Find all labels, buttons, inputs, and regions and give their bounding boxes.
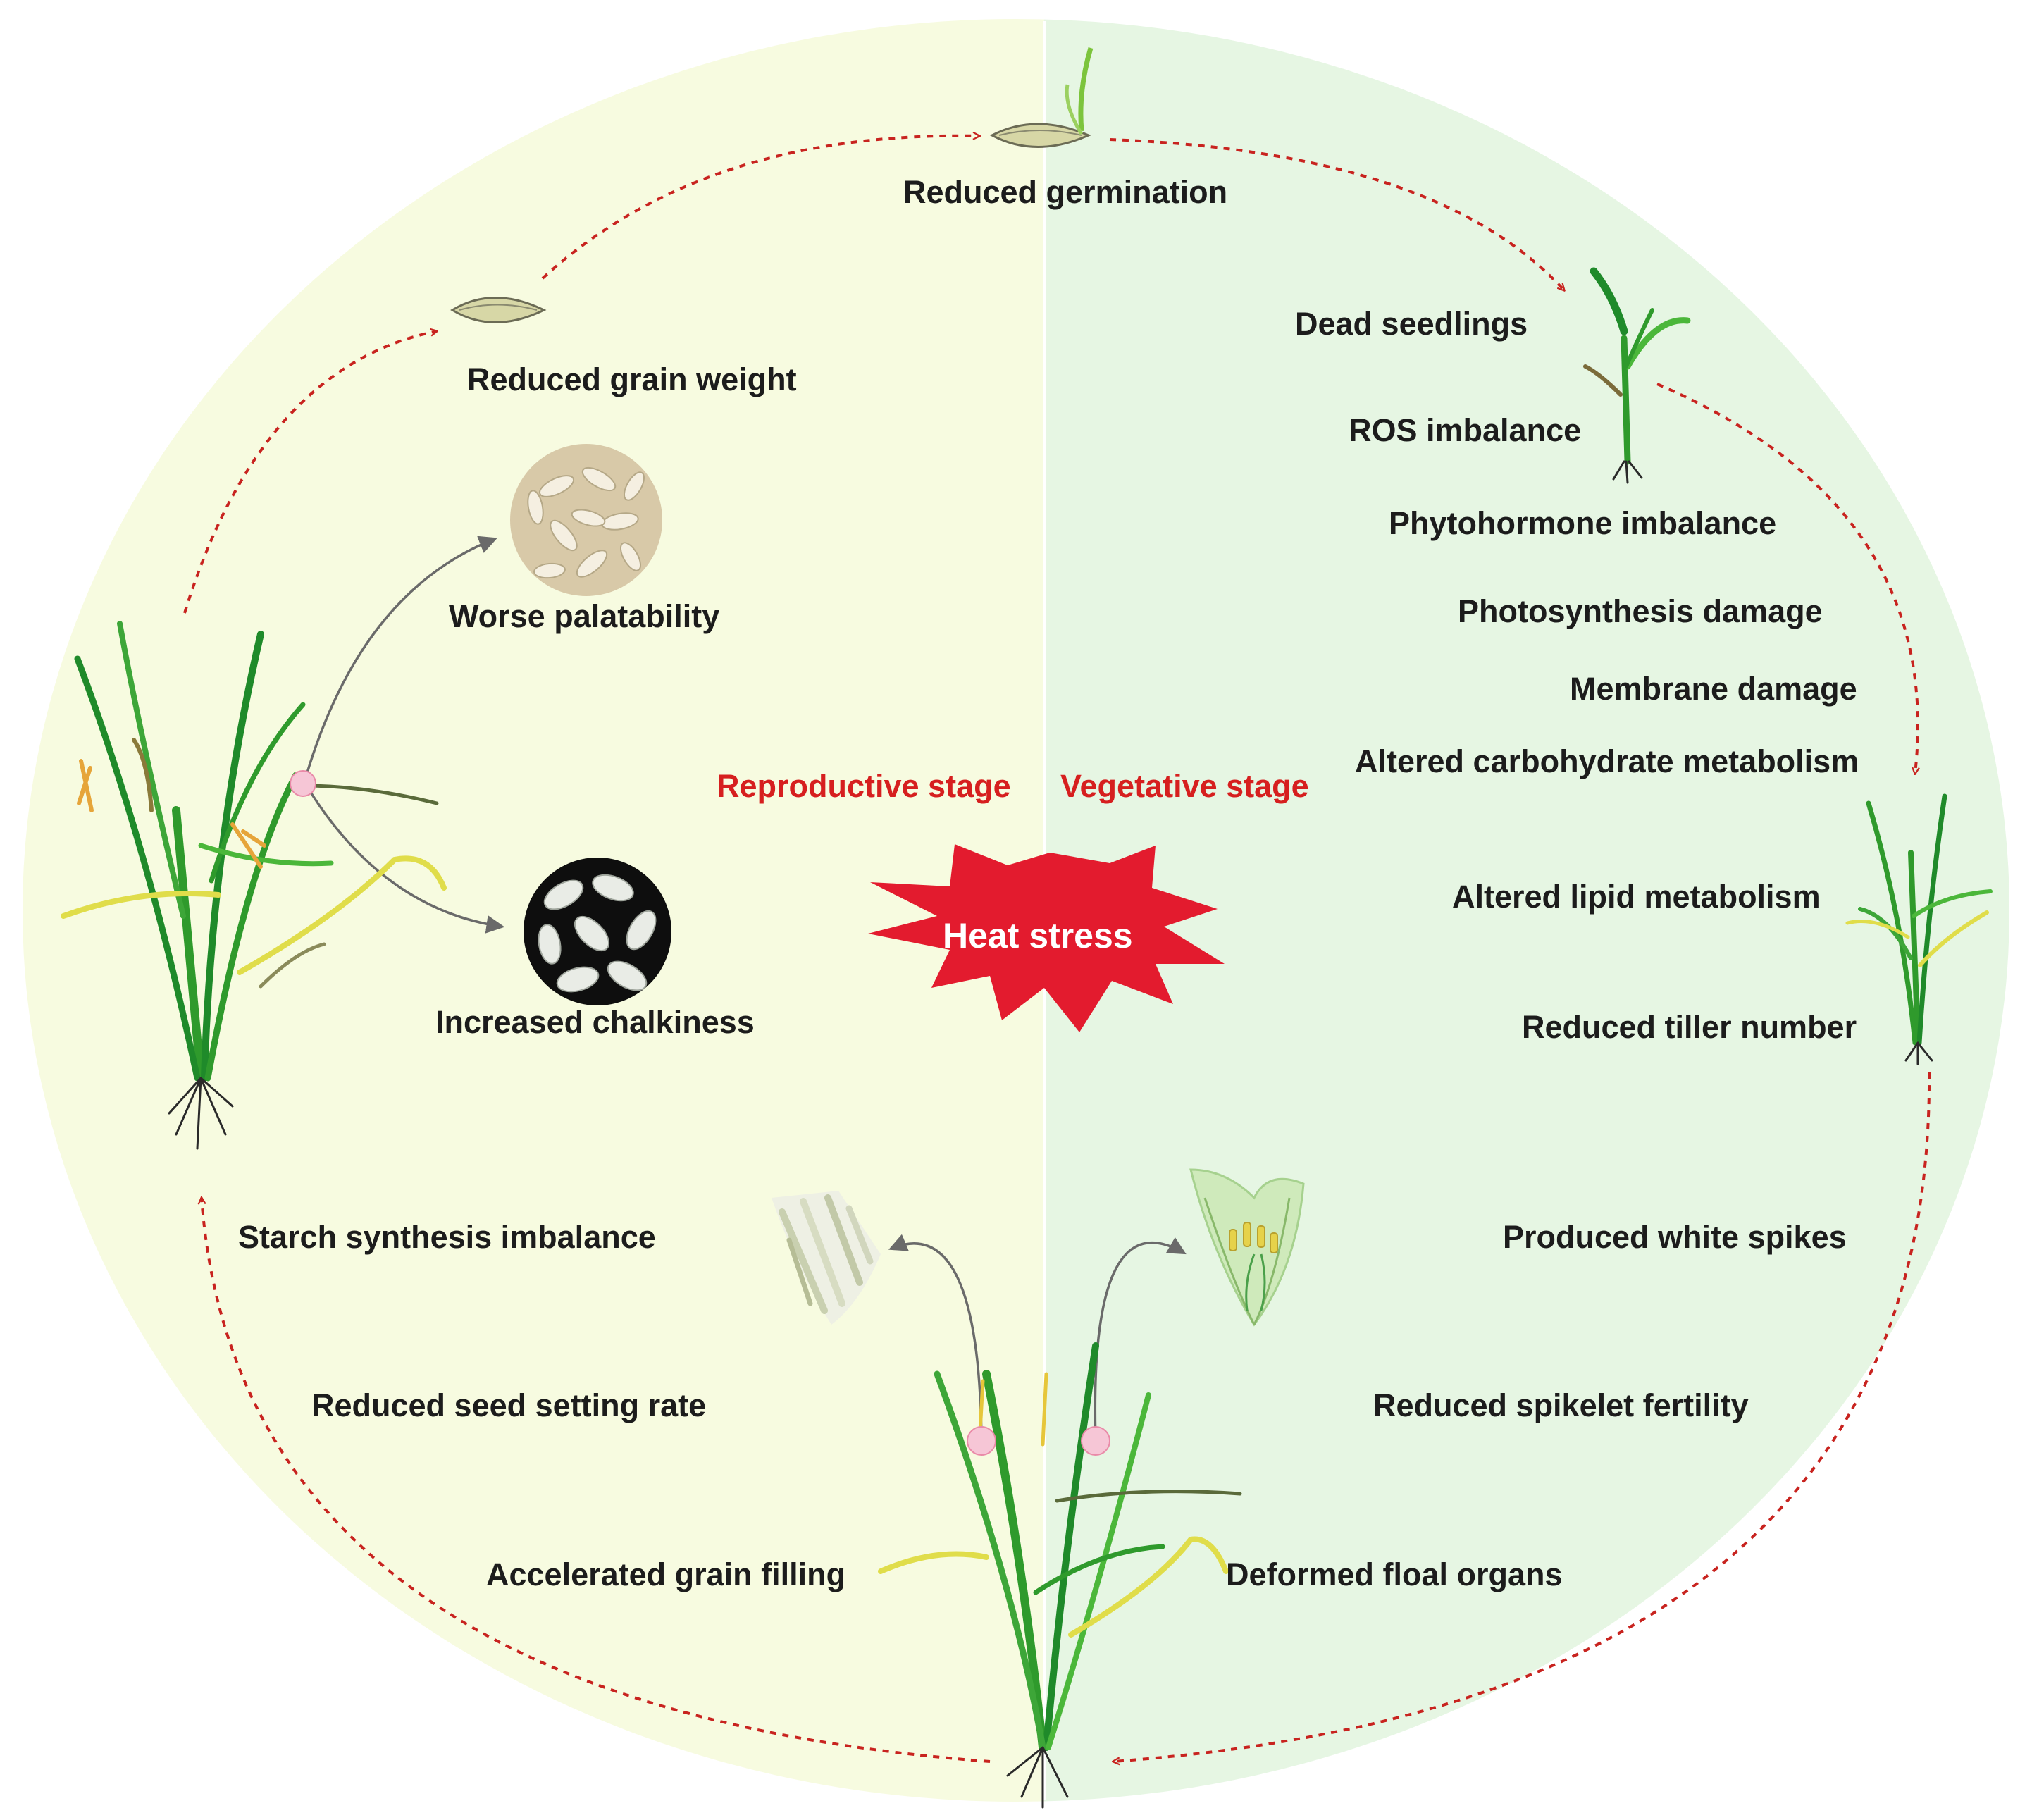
label-worse-palatability: Worse palatability	[449, 598, 720, 634]
floral-organs-image	[1189, 1168, 1305, 1327]
cycle-arrow-grain-to-germination	[541, 136, 979, 280]
cycle-arrow-seedling-to-tiller	[1656, 383, 1918, 774]
label-increased-chalkiness: Increased chalkiness	[435, 1004, 755, 1040]
link-arrow-starch	[888, 1234, 983, 1442]
detail-link-arrows	[303, 536, 1187, 1442]
label-deformed-floal-organs: Deformed floal organs	[1226, 1556, 1563, 1592]
grain-filling-highlight	[967, 1426, 996, 1456]
label-dead-seedlings: Dead seedlings	[1295, 306, 1528, 342]
label-altered-carbohydrate-metabolism: Altered carbohydrate metabolism	[1355, 743, 1859, 779]
spikelet-highlight	[1081, 1426, 1110, 1456]
chalky-rice-image	[524, 858, 671, 1005]
label-heat-stress: Heat stress	[943, 916, 1133, 955]
life-cycle-arrows	[183, 136, 1931, 1762]
label-phytohormone-imbalance: Phytohormone imbalance	[1389, 505, 1777, 541]
seed-icon	[450, 297, 547, 323]
label-reduced-germination: Reduced germination	[903, 174, 1228, 210]
label-reduced-seed-setting-rate: Reduced seed setting rate	[311, 1387, 707, 1423]
cycle-arrow-germination-to-seedling	[1109, 138, 1564, 290]
seedling-icon	[1583, 267, 1691, 484]
label-altered-lipid-metabolism: Altered lipid metabolism	[1452, 879, 1821, 915]
link-arrow-palatability	[303, 536, 498, 783]
link-arrow-chalkiness	[303, 781, 505, 934]
panicle-highlight	[290, 770, 316, 797]
label-reduced-grain-weight: Reduced grain weight	[467, 361, 797, 397]
label-produced-white-spikes: Produced white spikes	[1503, 1219, 1847, 1255]
label-reproductive-stage: Reproductive stage	[717, 768, 1011, 804]
label-starch-synthesis-imbalance: Starch synthesis imbalance	[238, 1219, 656, 1255]
flowering-rice-plant-icon	[878, 1342, 1242, 1809]
label-accelerated-grain-filling: Accelerated grain filling	[486, 1556, 846, 1592]
tillering-plant-icon	[1845, 793, 1993, 1065]
label-photosynthesis-damage: Photosynthesis damage	[1458, 593, 1823, 629]
mature-rice-plant-icon	[61, 621, 447, 1150]
label-ros-imbalance: ROS imbalance	[1349, 412, 1582, 448]
cycle-arrow-mature-to-grain	[183, 331, 437, 614]
link-arrow-floral-organs	[1094, 1237, 1187, 1442]
label-vegetative-stage: Vegetative stage	[1060, 768, 1309, 804]
heat-stress-burst	[868, 844, 1225, 1032]
white-spikes-image	[772, 1191, 881, 1325]
label-reduced-spikelet-fertility: Reduced spikelet fertility	[1373, 1387, 1749, 1423]
germinating-seed-icon	[989, 47, 1094, 148]
cooked-rice-image	[510, 444, 662, 596]
label-membrane-damage: Membrane damage	[1570, 671, 1857, 707]
cycle-arrow-tiller-to-flowering	[1113, 1072, 1931, 1762]
label-reduced-tiller-number: Reduced tiller number	[1522, 1009, 1857, 1045]
